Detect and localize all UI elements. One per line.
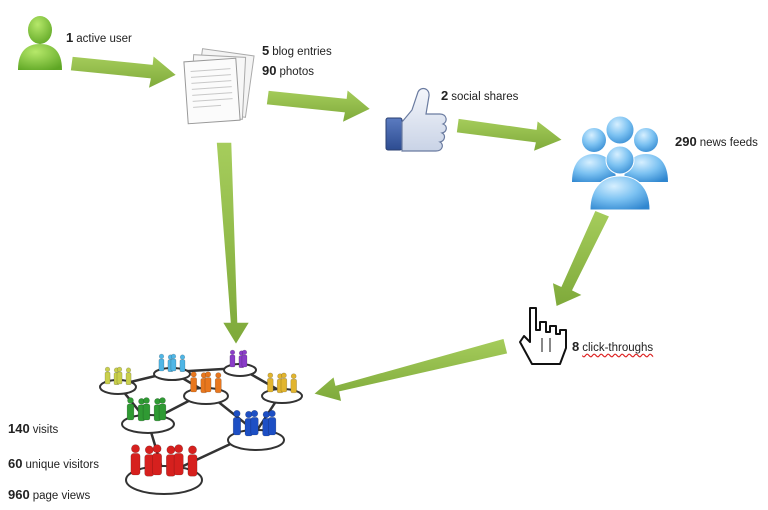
active-user-count: 1 xyxy=(66,30,74,45)
people-cluster xyxy=(232,410,277,437)
unique-visitors-count: 60 xyxy=(8,456,23,471)
arrow-cursor-to-network xyxy=(311,337,509,404)
news-feeds-count: 290 xyxy=(675,134,697,149)
visits-count: 140 xyxy=(8,421,30,436)
arrow-like-to-group xyxy=(455,117,565,154)
photos-count: 90 xyxy=(262,63,277,78)
people-network-icon xyxy=(99,349,303,495)
people-cluster xyxy=(190,371,222,394)
social-shares-count: 2 xyxy=(441,88,449,103)
people-cluster xyxy=(267,372,297,394)
arrow-user-to-blog xyxy=(69,53,179,91)
page-views-count: 960 xyxy=(8,487,30,502)
thumbs-up-icon xyxy=(385,87,447,152)
people-cluster xyxy=(104,366,132,386)
blog-entries-count: 5 xyxy=(262,43,270,58)
arrow-group-to-cursor xyxy=(551,209,612,309)
hand-cursor-icon xyxy=(519,307,567,365)
people-cluster xyxy=(126,397,167,422)
user-group-icon xyxy=(572,115,668,211)
arrow-blog-to-like xyxy=(265,87,373,125)
user-icon xyxy=(18,16,62,70)
people-cluster xyxy=(158,353,186,373)
people-cluster xyxy=(229,349,248,369)
click-throughs-count: 8 xyxy=(572,339,580,354)
people-cluster xyxy=(130,444,198,477)
documents-stack-icon xyxy=(183,48,255,125)
arrow-blog-to-network xyxy=(215,141,252,347)
